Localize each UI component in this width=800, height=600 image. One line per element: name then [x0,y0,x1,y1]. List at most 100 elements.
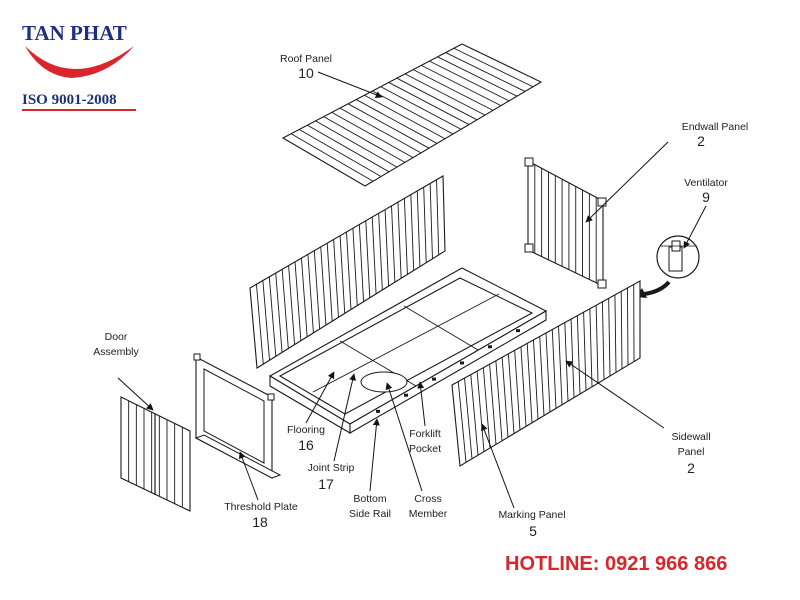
sidewall-corrugation-rib [391,205,396,283]
endwall-panel-label: Endwall Panel [682,121,749,133]
endwall-panel-number: 2 [697,133,705,149]
rail-bolt [404,393,408,397]
roof-panel [281,43,543,187]
sidewall-corrugation-rib [627,287,629,366]
rail-bolt [516,329,520,333]
ventilator-detail [636,235,700,298]
ventilator-label: Ventilator [684,177,728,189]
sidewall-panel-label-line1: Sidewall [671,431,710,443]
sidewall-panel-number: 2 [687,460,695,476]
joint-strip-label: Joint Strip [308,462,355,474]
sidewall-corrugation-rib [378,213,383,291]
sidewall-corrugation-rib [539,336,545,416]
sidewall-corrugation-rib [589,308,593,387]
flooring-leader [305,371,335,424]
marking-panel-leader [480,423,515,509]
sidewall-corrugation-rib [495,360,503,441]
roof-corrugation-rib [453,47,534,88]
flooring-label: Flooring [287,424,325,436]
roof-corrugation-rib [372,90,454,135]
sidewall-corrugation-rib [268,276,277,357]
sidewall-corrugation-rib [482,367,491,449]
marking-panel-label: Marking Panel [498,509,565,521]
joint-strip-leader [333,373,356,462]
bottom-side-rail-label-line1: Bottom [353,493,387,505]
sidewall-corrugation-rib [507,353,515,434]
threshold-plate-leader [238,451,259,501]
rail-bolt [376,409,380,413]
ventilator-leader [683,205,707,249]
joint-strip-number: 17 [318,476,334,492]
sidewall-corrugation-rib [464,378,473,459]
sidewall-corrugation-rib [352,228,358,306]
roof-corrugation-rib [380,86,462,130]
roof-panel-label: Roof Panel [280,53,332,65]
roof-corrugation-rib [429,60,510,102]
sidewall-corrugation-rib [620,291,623,369]
sidewall-corrugation-rib [320,246,327,326]
sidewall-corrugation-rib [595,305,599,384]
sidewall-corrugation-rib [288,265,296,345]
sidewall-corrugation-rib [423,187,427,263]
cross-member-leader [385,382,423,492]
sidewall-corrugation-rib [346,231,352,310]
base-frame [268,267,548,434]
ventilator-number: 9 [702,189,710,205]
sidewall-corrugation-rib [294,261,302,341]
door-assembly-label-line1: Door [105,331,128,343]
bottom-side-rail-label-line2: Side Rail [349,508,391,520]
sidewall-corrugation-rib [614,294,617,373]
roof-corrugation-rib [331,111,414,159]
roof-panel-leader [317,71,383,98]
roof-corrugation-rib [388,82,470,125]
roof-corrugation-rib [421,64,502,107]
forklift-pocket-leader [417,381,426,427]
sidewall-corrugation-rib [514,350,521,431]
threshold-plate-label: Threshold Plate [224,501,298,513]
sidewall-corrugation-rib [429,183,433,259]
roof-corrugation-rib [299,129,382,177]
cross-member-label-line1: Cross [414,493,441,505]
roof-corrugation-rib [323,116,406,163]
sidewall-corrugation-rib [576,315,581,395]
roof-corrugation-rib [315,120,398,168]
sidewall-corrugation-rib [275,273,283,353]
roof-corrugation-rib [290,133,374,182]
hotline-text: HOTLINE: 0921 966 866 [505,553,727,575]
roof-corrugation-rib [445,52,526,92]
sidewall-corrugation-rib [397,202,402,279]
bottom-side-rail-leader [369,418,380,492]
sidewall-panel-leader [565,360,665,429]
roof-corrugation-rib [307,124,390,173]
roof-panel-number: 10 [298,65,314,81]
sidewall-corrugation-rib [333,239,339,318]
sidewall-corrugation-rib [526,343,533,423]
sidewall-corrugation-rib [339,235,346,314]
sidewall-corrugation-rib [501,357,509,438]
roof-corrugation-rib [356,99,438,144]
marking-panel-number: 5 [529,523,537,539]
threshold-frame [193,353,282,479]
roof-corrugation-rib [396,77,478,121]
logo-swoosh [25,46,134,78]
roof-corrugation-rib [347,103,430,149]
sidewall-corrugation-rib [476,371,485,452]
endwall-panel [524,157,607,289]
sidewall-corrugation-rib [262,280,270,361]
sidewall-corrugation-rib [436,179,440,255]
threshold-plate-number: 18 [252,514,268,530]
sidewall-corrugation-rib [489,364,497,445]
forklift-pocket-label-line2: Pocket [409,443,441,455]
left-sidewall [249,175,446,369]
roof-corrugation-rib [364,94,446,140]
roof-corrugation-rib [339,107,422,154]
sidewall-corrugation-rib [551,329,557,409]
door-assembly [120,396,191,512]
roof-corrugation-rib [437,56,518,97]
sidewall-corrugation-rib [520,346,527,427]
rail-bolt [488,345,492,349]
company-logo: TAN PHAT ISO 9001-2008 [22,21,136,111]
flooring-number: 16 [298,437,314,453]
sidewall-corrugation-rib [545,332,551,413]
rail-bolt [460,361,464,365]
